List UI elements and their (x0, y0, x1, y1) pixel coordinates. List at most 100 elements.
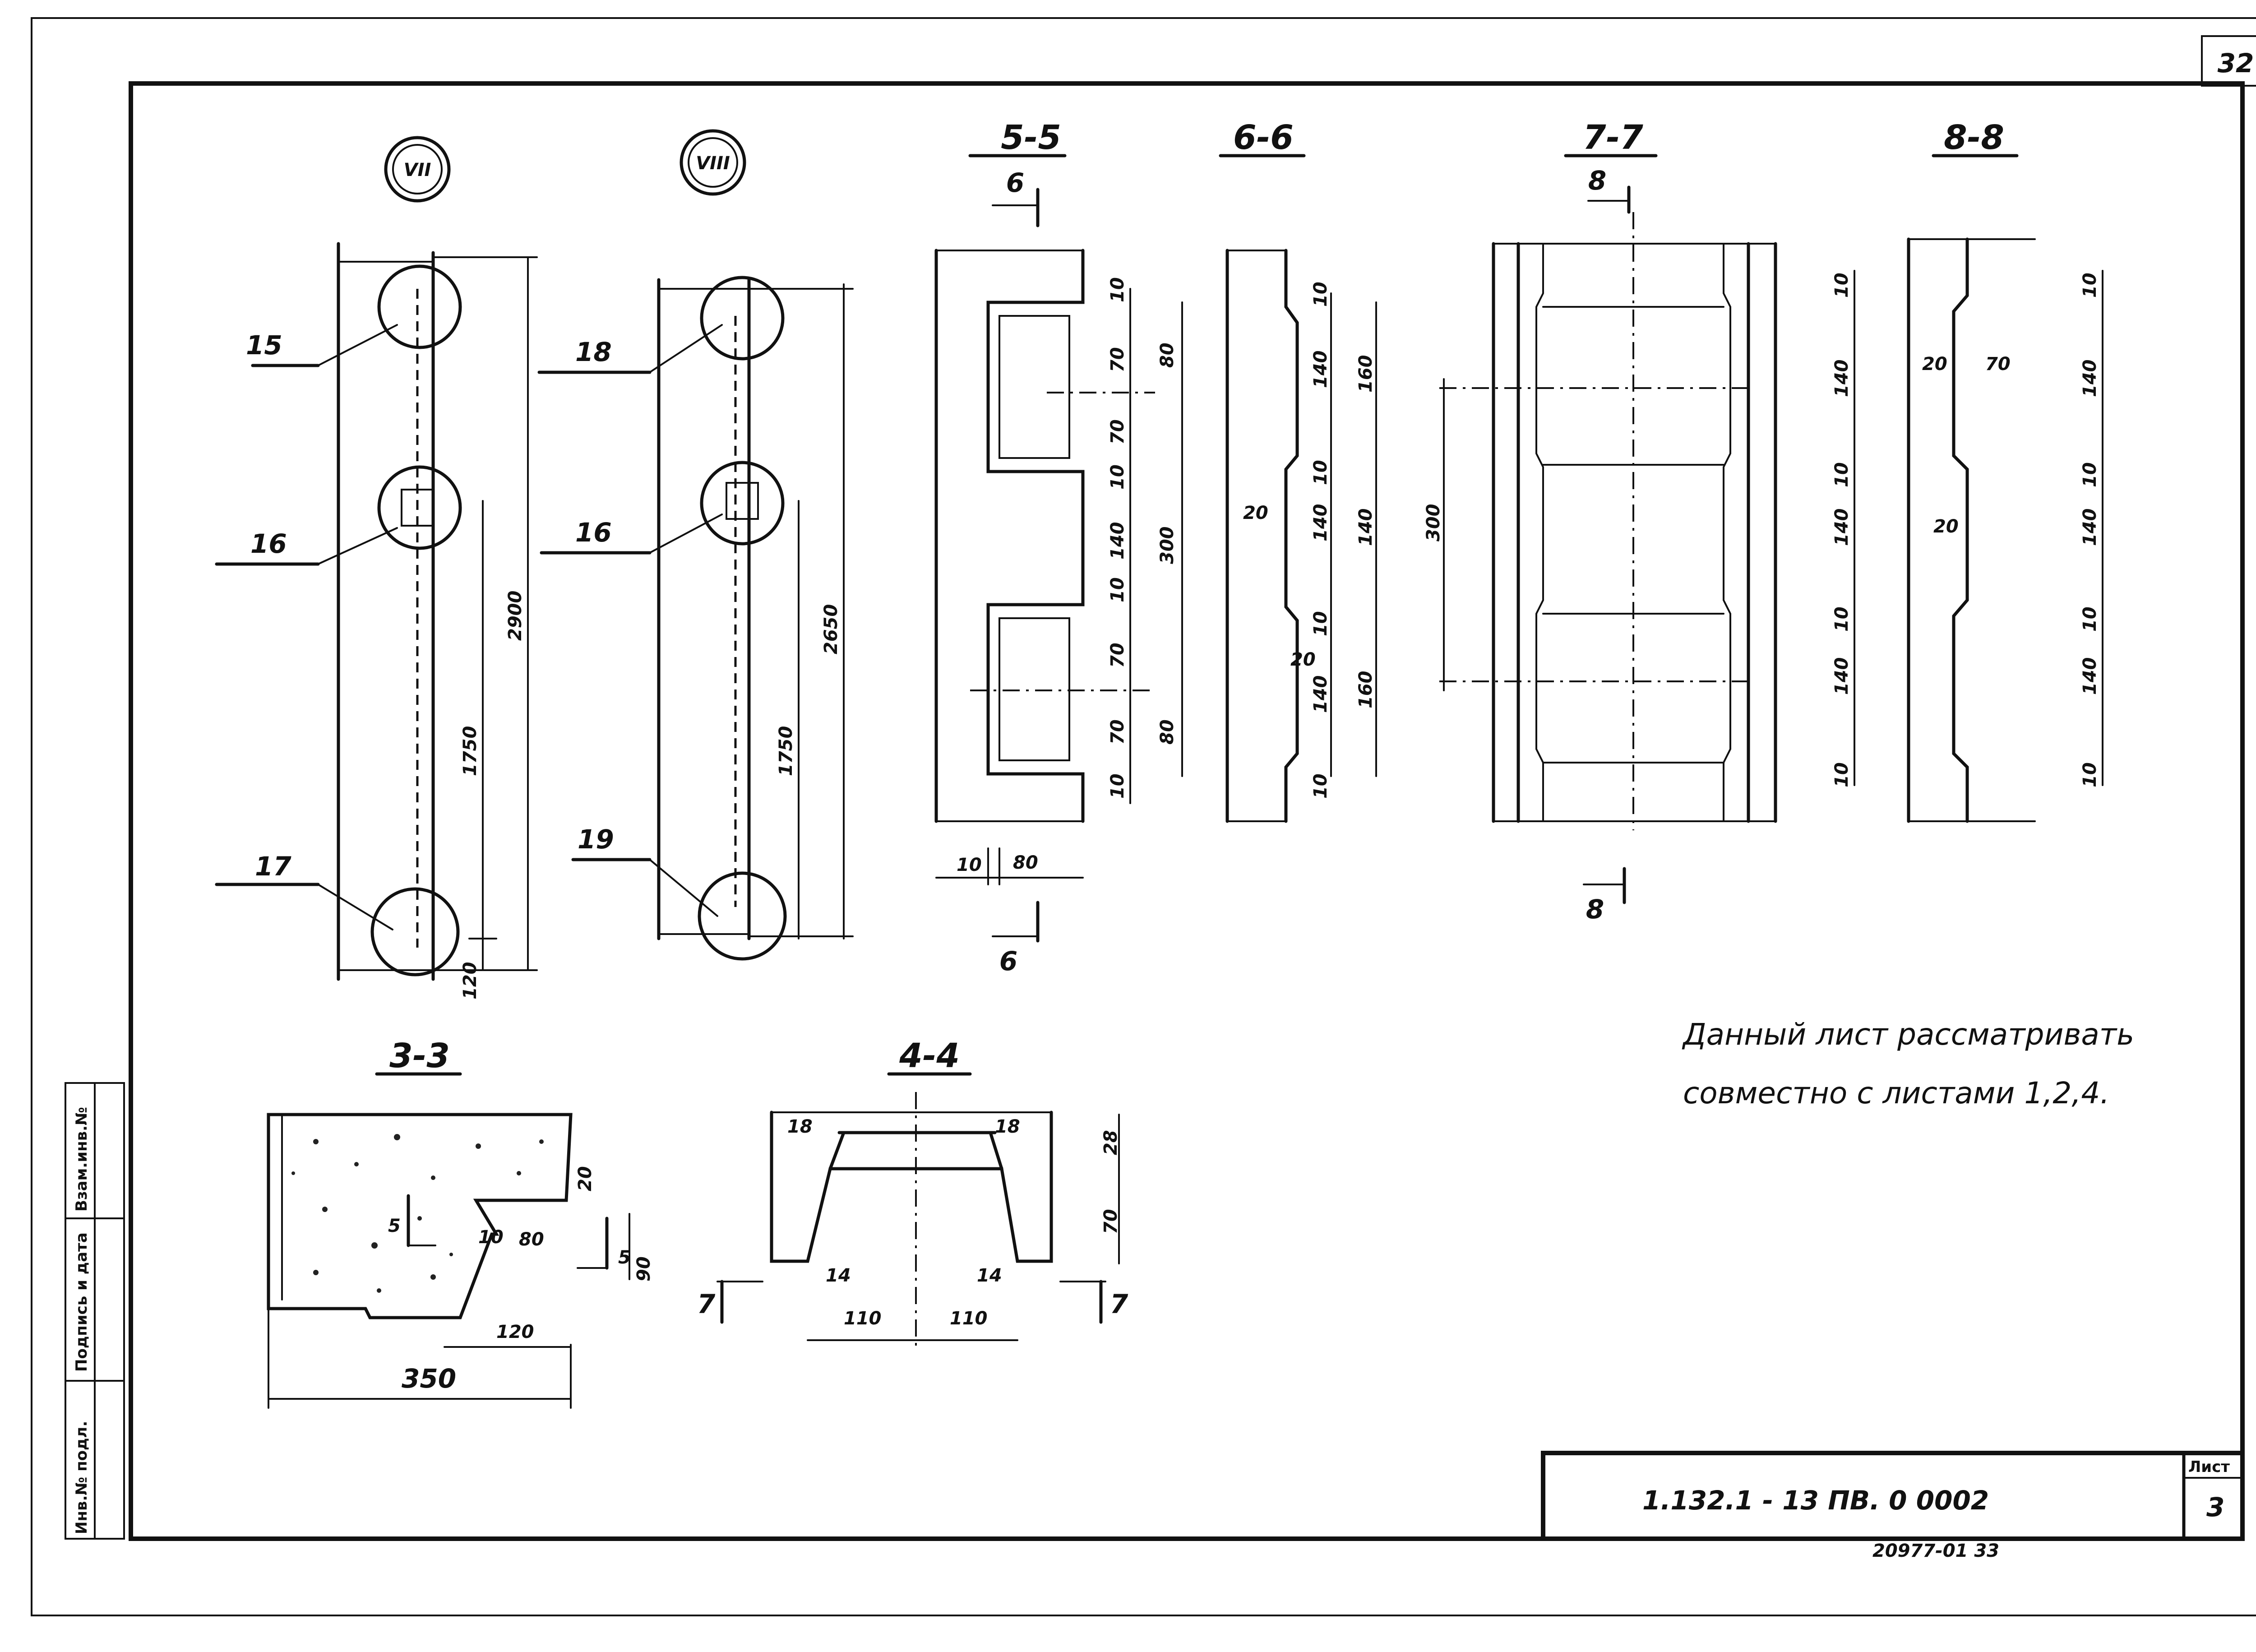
svg-text:70: 70 (1985, 354, 2011, 375)
svg-text:20: 20 (1243, 503, 1268, 523)
svg-text:20: 20 (1922, 354, 1947, 375)
stamp-inv: Инв.№ подл. (73, 1421, 91, 1534)
svg-text:18: 18 (787, 1116, 813, 1137)
note-line-2: совместно с листами 1,2,4. (1683, 1076, 2109, 1111)
inner-frame (129, 81, 2245, 1541)
title-designation: 1.132.1 - 13 ПВ. 0 0002 (1642, 1485, 1989, 1516)
svg-text:10: 10 (1107, 464, 1128, 490)
svg-text:10: 10 (1831, 273, 1852, 298)
svg-text:5: 5 (388, 1216, 401, 1236)
concrete-hatch (291, 1134, 544, 1293)
svg-text:7: 7 (1110, 1289, 1128, 1319)
svg-text:70: 70 (1107, 419, 1128, 444)
dim-2650: 2650 (821, 604, 841, 654)
node-vii: VII 15 16 17 2900 1750 120 (215, 136, 538, 1000)
svg-text:10: 10 (2080, 606, 2100, 632)
title-4-4: 4-4 (899, 1037, 960, 1075)
dim-1750-viii: 1750 (776, 726, 796, 776)
section-8-8: 8-8 10 140 70 20 10 140 20 10 140 10 (1907, 118, 2103, 823)
svg-text:160: 160 (1355, 671, 1376, 709)
section-6-6: 6-6 10 140 160 10 140 140 20 10 140 160 … (1219, 118, 1377, 823)
title-7-7: 7-7 (1583, 118, 1643, 157)
stamp-replace: Взам.инв.№ (73, 1107, 91, 1212)
svg-text:140: 140 (1310, 351, 1331, 389)
svg-text:28: 28 (1100, 1130, 1121, 1155)
svg-text:140: 140 (1310, 676, 1331, 713)
outer-frame (31, 17, 2256, 1616)
svg-text:20: 20 (1290, 649, 1316, 670)
cut-8-bottom: 8 (1586, 894, 1604, 925)
svg-text:10: 10 (1310, 611, 1331, 636)
svg-text:10: 10 (1310, 282, 1331, 307)
svg-text:140: 140 (1831, 657, 1852, 695)
svg-text:10: 10 (1831, 462, 1852, 487)
svg-text:140: 140 (2080, 360, 2100, 398)
archive-number: 20977-01 33 (1872, 1541, 1999, 1561)
page-number-box (2201, 35, 2256, 87)
title-sheet-label: Лист (2188, 1458, 2230, 1476)
side-stamp: Инв.№ подл. Подпись и дата Взам.инв.№ (65, 1082, 125, 1540)
section-7-7: 7-7 8 300 10 140 10 140 10 140 10 8 (1423, 118, 1855, 925)
svg-text:140: 140 (2080, 657, 2100, 695)
section-4-4: 4-4 18 18 28 70 14 14 110 110 7 7 (697, 1037, 1128, 1349)
cut-6-bottom: 6 (999, 946, 1017, 976)
svg-text:70: 70 (1107, 347, 1128, 372)
pos-17: 17 (255, 851, 291, 882)
svg-text:10: 10 (1831, 606, 1852, 632)
svg-text:300: 300 (1157, 527, 1178, 565)
cut-6-top: 6 (1006, 167, 1024, 198)
dim-1750-vii: 1750 (460, 726, 481, 776)
svg-text:70: 70 (1107, 719, 1128, 745)
title-3-3: 3-3 (389, 1037, 450, 1075)
svg-text:110: 110 (950, 1308, 988, 1329)
svg-text:120: 120 (496, 1322, 534, 1342)
svg-text:350: 350 (402, 1363, 456, 1394)
pos-15: 15 (246, 330, 282, 361)
note-line-1: Данный лист рассматривать (1682, 1017, 2134, 1052)
pos-16: 16 (250, 528, 287, 559)
svg-text:10: 10 (957, 855, 982, 875)
dim-2900: 2900 (505, 591, 526, 641)
svg-text:110: 110 (844, 1308, 882, 1329)
svg-text:10: 10 (478, 1227, 504, 1248)
svg-text:80: 80 (1013, 852, 1038, 873)
title-8-8: 8-8 (1944, 118, 2004, 157)
cut-8-top: 8 (1588, 165, 1606, 196)
pos-16b: 16 (575, 517, 612, 548)
title-6-6: 6-6 (1233, 118, 1294, 157)
svg-text:10: 10 (1107, 773, 1128, 799)
svg-text:140: 140 (1107, 522, 1128, 560)
svg-text:14: 14 (977, 1265, 1002, 1286)
svg-text:140: 140 (2080, 509, 2100, 546)
svg-text:80: 80 (519, 1229, 544, 1250)
svg-text:7: 7 (697, 1289, 716, 1319)
svg-text:10: 10 (1831, 762, 1852, 787)
node-viii: VIII 18 16 19 2650 1750 (537, 129, 854, 961)
svg-text:300: 300 (1423, 504, 1444, 542)
title-sheet-value: 3 (2206, 1492, 2224, 1522)
page-number: 32 (2218, 48, 2254, 79)
svg-text:140: 140 (1831, 360, 1852, 398)
svg-text:10: 10 (2080, 273, 2100, 298)
title-5-5: 5-5 (1001, 118, 1061, 157)
svg-text:18: 18 (995, 1116, 1020, 1137)
section-5-5: 5-5 6 10 70 80 70 10 140 300 10 70 70 80… (934, 118, 1183, 976)
section-3-3: 3-3 5 5 20 10 80 90 120 350 (267, 1037, 654, 1409)
pos-19: 19 (578, 824, 614, 855)
svg-text:20: 20 (575, 1166, 596, 1191)
svg-text:10: 10 (2080, 762, 2100, 787)
svg-text:90: 90 (633, 1256, 654, 1282)
svg-text:10: 10 (1107, 277, 1128, 302)
stamp-sign: Подпись и дата (73, 1232, 91, 1372)
svg-text:140: 140 (1355, 509, 1376, 546)
svg-text:160: 160 (1355, 355, 1376, 393)
svg-text:70: 70 (1107, 643, 1128, 668)
svg-text:80: 80 (1157, 719, 1178, 745)
svg-text:140: 140 (1310, 504, 1331, 542)
svg-text:70: 70 (1100, 1209, 1121, 1234)
title-block: 1.132.1 - 13 ПВ. 0 0002 Лист 3 (1541, 1451, 2245, 1541)
svg-text:10: 10 (1107, 577, 1128, 602)
svg-text:10: 10 (1310, 460, 1331, 485)
svg-text:10: 10 (2080, 462, 2100, 487)
